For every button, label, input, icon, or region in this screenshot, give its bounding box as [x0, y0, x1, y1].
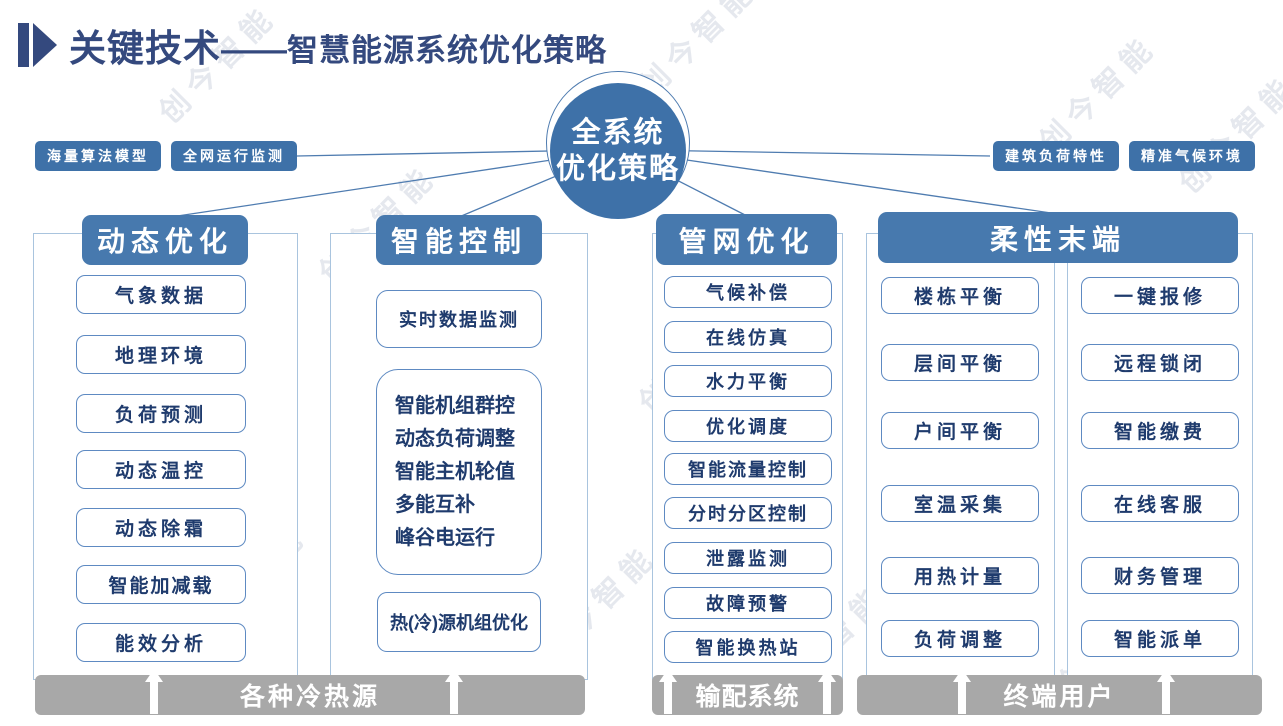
list-item: 分时分区控制 — [664, 497, 832, 529]
badge-algorithm-models: 海量算法模型 — [35, 141, 161, 171]
list-item: 故障预警 — [664, 587, 832, 619]
up-arrow-icon — [659, 669, 677, 715]
group-item: 多能互补 — [395, 494, 475, 516]
title-arrow-icon — [33, 23, 57, 67]
group-item: 动态负荷调整 — [395, 428, 515, 450]
bottom-bar-label: 各种冷热源 — [239, 683, 380, 711]
title-main: 关键技术 — [69, 28, 221, 69]
badge-climate-env: 精准气候环境 — [1129, 141, 1255, 171]
list-item: 地理环境 — [76, 335, 246, 374]
column-header-dynamic-optimization: 动态优化 — [82, 215, 248, 265]
title-sub: 智慧能源系统优化策略 — [287, 33, 607, 68]
group-item: 峰谷电运行 — [395, 527, 495, 549]
center-node-line1: 全系统 — [571, 116, 665, 149]
list-item: 在线客服 — [1081, 485, 1239, 522]
list-item: 优化调度 — [664, 410, 832, 442]
list-item: 智能派单 — [1081, 620, 1239, 657]
column-header-intelligent-control: 智能控制 — [376, 215, 542, 265]
group-item: 智能机组群控 — [395, 395, 515, 417]
list-item: 财务管理 — [1081, 557, 1239, 594]
up-arrow-icon — [445, 669, 463, 715]
list-item: 智能流量控制 — [664, 453, 832, 485]
list-item: 热(冷)源机组优化 — [377, 592, 541, 652]
bottom-bar-end-users: 终端用户 — [857, 669, 1262, 715]
list-item: 智能加减载 — [76, 565, 246, 604]
list-item: 负荷调整 — [881, 620, 1039, 657]
up-arrow-icon — [1157, 669, 1175, 715]
title-dash: —— — [221, 31, 287, 68]
list-item: 气象数据 — [76, 275, 246, 314]
group-item: 智能主机轮值 — [395, 461, 515, 483]
column-header-pipe-network: 管网优化 — [656, 214, 837, 265]
control-group-box: 智能机组群控 动态负荷调整 智能主机轮值 多能互补 峰谷电运行 — [376, 369, 542, 575]
bottom-bar-label: 输配系统 — [695, 683, 800, 711]
title-marker-icon — [18, 23, 29, 67]
up-arrow-icon — [953, 669, 971, 715]
badge-network-monitoring: 全网运行监测 — [171, 141, 297, 171]
center-node-line2: 优化策略 — [555, 153, 680, 185]
list-item: 泄露监测 — [664, 542, 832, 574]
list-item: 气候补偿 — [664, 276, 832, 308]
up-arrow-icon — [145, 669, 163, 715]
list-item: 层间平衡 — [881, 344, 1039, 381]
list-item: 用热计量 — [881, 557, 1039, 594]
list-item: 智能缴费 — [1081, 412, 1239, 449]
list-item: 负荷预测 — [76, 394, 246, 433]
up-arrow-icon — [818, 669, 836, 715]
column-header-flexible-terminal: 柔性末端 — [878, 212, 1238, 263]
list-item: 远程锁闭 — [1081, 344, 1239, 381]
badge-building-load: 建筑负荷特性 — [993, 141, 1119, 171]
list-item: 楼栋平衡 — [881, 277, 1039, 314]
bottom-bar-label: 终端用户 — [1003, 683, 1116, 711]
list-item: 能效分析 — [76, 623, 246, 662]
list-item: 实时数据监测 — [376, 290, 542, 348]
list-item: 水力平衡 — [664, 365, 832, 397]
list-item: 户间平衡 — [881, 412, 1039, 449]
list-item: 一键报修 — [1081, 277, 1239, 314]
list-item: 在线仿真 — [664, 321, 832, 353]
list-item: 室温采集 — [881, 485, 1039, 522]
center-node: 全系统 优化策略 — [550, 83, 686, 219]
page-title: 关键技术——智慧能源系统优化策略 — [18, 18, 607, 72]
list-item: 智能换热站 — [664, 631, 832, 663]
list-item: 动态温控 — [76, 450, 246, 489]
bottom-bar-heat-sources: 各种冷热源 — [35, 669, 585, 715]
list-item: 动态除霜 — [76, 508, 246, 547]
bottom-bar-distribution-system: 输配系统 — [652, 669, 843, 715]
